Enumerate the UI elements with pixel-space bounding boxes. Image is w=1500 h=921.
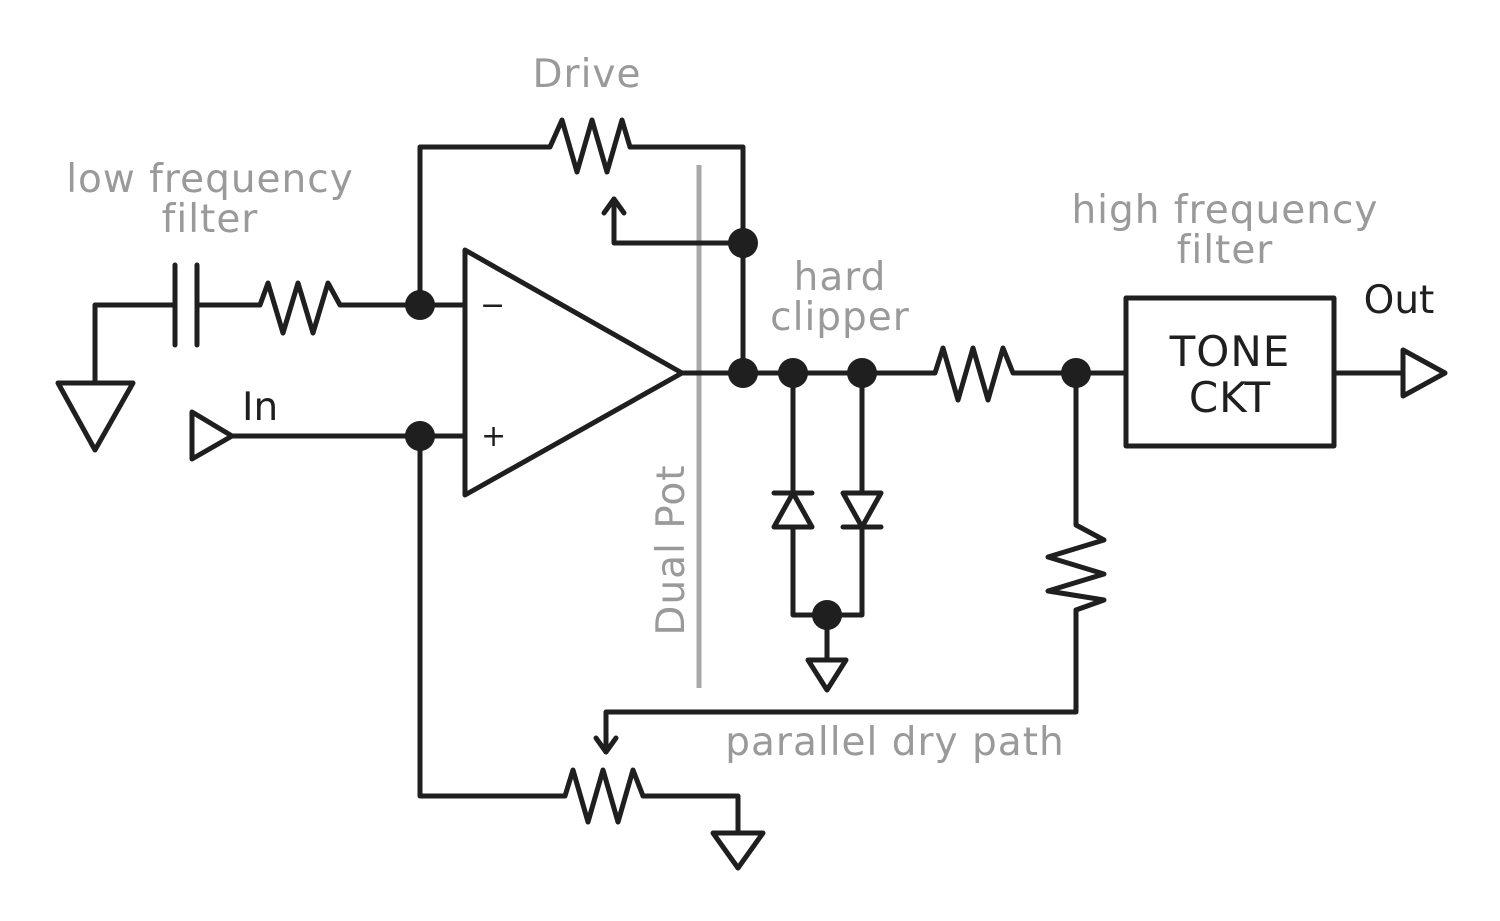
junction-drive-wiper [728, 228, 758, 258]
drive-label: Drive [533, 52, 642, 97]
hard-clipper-label-2: clipper [770, 295, 910, 340]
drive-wiper-arrow [601, 196, 627, 216]
junction-inverting [405, 290, 435, 320]
high-filter-label-1: high frequency [1071, 188, 1378, 233]
dry-path-wire [603, 607, 1079, 755]
output-resistor [679, 345, 1129, 403]
junction-clipper-ground [812, 600, 842, 630]
ckt-label: CKT [1189, 373, 1271, 422]
opamp-minus-sign: − [480, 288, 505, 323]
junction-clipper-1 [778, 358, 808, 388]
dry-wiper-arrow [593, 735, 619, 755]
low-filter-label-2: filter [162, 197, 259, 242]
opamp-plus-sign: + [481, 419, 506, 454]
drive-pot [417, 117, 746, 376]
input-resistor [194, 280, 423, 336]
parallel-dry-path-label: parallel dry path [725, 720, 1064, 765]
junction-noninverting [405, 421, 435, 451]
high-filter-label-2: filter [1177, 228, 1274, 273]
drive-pot-wiper [611, 196, 746, 246]
tone-label: TONE [1169, 327, 1291, 376]
junction-clipper-2 [847, 358, 877, 388]
diode-1 [771, 490, 815, 530]
ground-left-lead [92, 302, 178, 386]
junction-opamp-output [728, 358, 758, 388]
dry-pot [417, 433, 741, 836]
ground-symbol-left [55, 380, 136, 453]
blend-resistor [1045, 370, 1107, 613]
ground-symbol-bottom [710, 830, 766, 871]
input-port [189, 409, 235, 462]
output-port [1400, 347, 1448, 399]
diode-2 [840, 490, 884, 530]
junction-blend [1061, 358, 1091, 388]
hard-clipper-label-1: hard [794, 255, 887, 300]
output-label: Out [1364, 278, 1435, 323]
low-filter-label-1: low frequency [66, 157, 354, 202]
input-label: In [242, 385, 278, 430]
dual-pot-label: Dual Pot [649, 464, 694, 635]
opamp-triangle [462, 247, 685, 498]
ground-symbol-clipper [805, 657, 849, 693]
